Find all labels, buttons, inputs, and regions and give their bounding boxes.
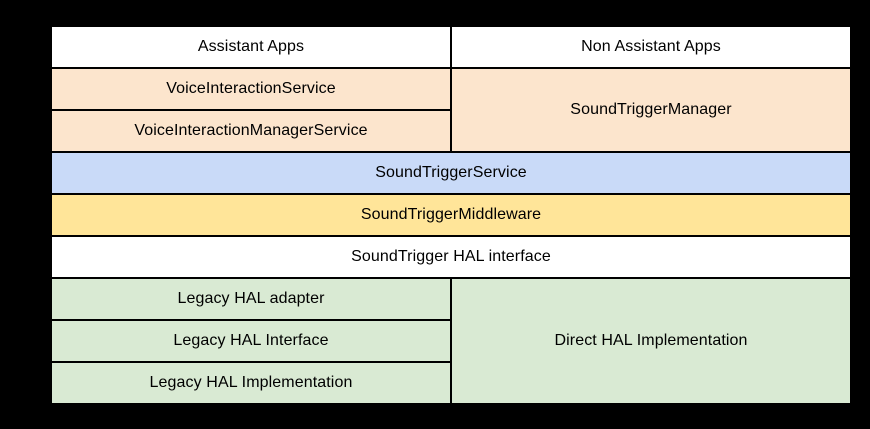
architecture-diagram: Assistant Apps Non Assistant Apps VoiceI… bbox=[52, 27, 850, 403]
cell-voice-interaction-service: VoiceInteractionService bbox=[52, 69, 450, 109]
cell-sound-trigger-service: SoundTriggerService bbox=[52, 153, 850, 193]
cell-non-assistant-apps: Non Assistant Apps bbox=[452, 27, 850, 67]
cell-sound-trigger-hal-interface: SoundTrigger HAL interface bbox=[52, 237, 850, 277]
cell-voice-interaction-manager-service: VoiceInteractionManagerService bbox=[52, 111, 450, 151]
cell-direct-hal-implementation: Direct HAL Implementation bbox=[452, 279, 850, 403]
cell-legacy-hal-adapter: Legacy HAL adapter bbox=[52, 279, 450, 319]
cell-legacy-hal-interface: Legacy HAL Interface bbox=[52, 321, 450, 361]
cell-legacy-hal-implementation: Legacy HAL Implementation bbox=[52, 363, 450, 403]
cell-sound-trigger-manager: SoundTriggerManager bbox=[452, 69, 850, 151]
cell-assistant-apps: Assistant Apps bbox=[52, 27, 450, 67]
cell-sound-trigger-middleware: SoundTriggerMiddleware bbox=[52, 195, 850, 235]
